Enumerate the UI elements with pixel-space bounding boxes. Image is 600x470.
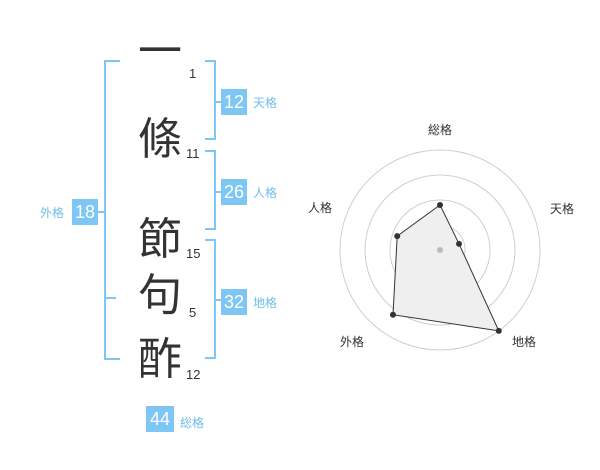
chikaku-bracket-link bbox=[216, 299, 221, 301]
radar-point-5 bbox=[394, 233, 401, 240]
radar-point-4 bbox=[389, 311, 396, 318]
gaikaku-label: 外格 bbox=[40, 206, 65, 220]
char-1: 一 bbox=[138, 26, 182, 77]
radar-chart: 総格 天格 地格 外格 人格 bbox=[308, 122, 574, 351]
soukaku-value: 44 bbox=[146, 406, 174, 432]
tenkaku-label: 天格 bbox=[253, 96, 278, 110]
radar-point-1 bbox=[437, 202, 443, 208]
strokes-2: 11 bbox=[186, 146, 200, 161]
gaikaku-bracket-tick bbox=[104, 297, 116, 299]
gaikaku-bracket-link bbox=[96, 211, 104, 213]
tenkaku-bracket bbox=[205, 60, 216, 140]
radar-data-area bbox=[392, 204, 500, 332]
jinkaku-label: 人格 bbox=[253, 186, 278, 200]
radar-point-2 bbox=[456, 240, 463, 247]
char-3: 節 bbox=[138, 214, 182, 265]
jinkaku-value: 26 bbox=[221, 179, 247, 205]
radar-label-gaikaku: 外格 bbox=[340, 334, 364, 349]
radar-point-3 bbox=[495, 327, 502, 334]
tenkaku-value: 12 bbox=[221, 89, 247, 115]
soukaku-label: 総格 bbox=[180, 416, 205, 430]
radar-label-jinkaku: 人格 bbox=[308, 200, 332, 215]
radar-ring bbox=[364, 174, 516, 326]
gaikaku-bracket bbox=[104, 60, 120, 360]
radar-label-tenkaku: 天格 bbox=[550, 201, 574, 216]
radar-center-dot bbox=[437, 247, 443, 253]
tenkaku-bracket-link bbox=[216, 101, 221, 103]
radar-ring bbox=[339, 149, 541, 351]
gaikaku-value: 18 bbox=[72, 199, 98, 225]
chikaku-bracket bbox=[205, 239, 216, 359]
jinkaku-bracket bbox=[205, 150, 216, 230]
char-4: 句 bbox=[138, 270, 182, 321]
strokes-5: 12 bbox=[186, 367, 201, 382]
chikaku-value: 32 bbox=[221, 289, 247, 315]
char-2: 條 bbox=[138, 114, 182, 165]
strokes-4: 5 bbox=[189, 305, 197, 320]
chikaku-label: 地格 bbox=[253, 296, 278, 310]
strokes-1: 1 bbox=[189, 66, 197, 81]
jinkaku-bracket-link bbox=[216, 191, 221, 193]
radar-label-soukaku: 総格 bbox=[428, 122, 452, 137]
strokes-3: 15 bbox=[186, 246, 201, 261]
radar-label-chikaku: 地格 bbox=[512, 334, 536, 349]
char-5: 酢 bbox=[138, 334, 182, 385]
